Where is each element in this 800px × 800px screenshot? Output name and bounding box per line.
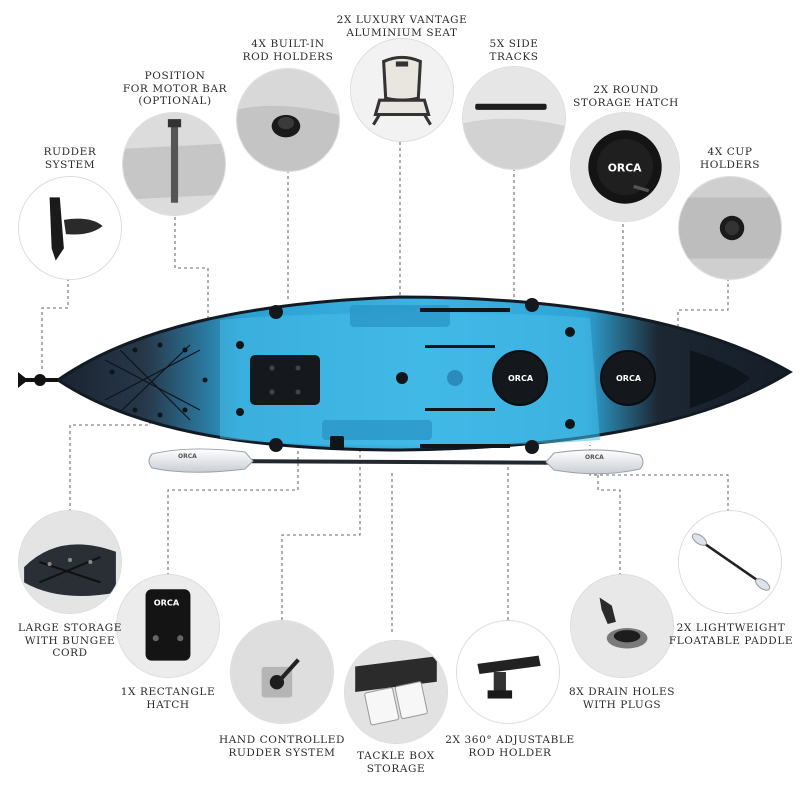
side-tracks-circle xyxy=(462,66,566,170)
label-rod-holders: 4X BUILT-IN ROD HOLDERS xyxy=(242,38,334,63)
large-storage-circle xyxy=(18,510,122,614)
label-motor-bar: POSITION FOR MOTOR BAR (OPTIONAL) xyxy=(122,70,228,107)
kayak-hull: ORCA ORCA xyxy=(18,295,793,454)
label-large-storage: LARGE STORAGE WITH BUNGEE CORD xyxy=(18,622,122,659)
svg-text:ORCA: ORCA xyxy=(154,598,180,608)
rudder-circle xyxy=(18,176,122,280)
seat-circle xyxy=(350,38,454,142)
label-tackle-box: TACKLE BOX STORAGE xyxy=(357,750,435,775)
label-drain-holes: 8X DRAIN HOLES WITH PLUGS xyxy=(568,686,676,711)
svg-text:ORCA: ORCA xyxy=(178,453,197,460)
paddle-circle xyxy=(678,510,782,614)
label-rudder: RUDDER SYSTEM xyxy=(43,146,97,171)
rect-hatch-circle: ORCA xyxy=(116,574,220,678)
drain-holes-circle xyxy=(570,574,674,678)
label-paddle: 2X LIGHTWEIGHT FLOATABLE PADDLE xyxy=(668,622,794,647)
tackle-box-circle xyxy=(344,640,448,744)
label-hand-rudder: HAND CONTROLLED RUDDER SYSTEM xyxy=(218,734,346,759)
svg-text:ORCA: ORCA xyxy=(508,374,534,383)
label-luxury-seat: 2X LUXURY VANTAGE ALUMINIUM SEAT xyxy=(336,14,468,39)
label-side-tracks: 5X SIDE TRACKS xyxy=(489,38,539,63)
label-cup-holders: 4X CUP HOLDERS xyxy=(699,146,761,171)
label-round-hatch: 2X ROUND STORAGE HATCH xyxy=(573,84,679,109)
adjustable-rod-circle xyxy=(456,620,560,724)
label-adjustable-rod: 2X 360° ADJUSTABLE ROD HOLDER xyxy=(445,734,575,759)
hand-rudder-circle xyxy=(230,620,334,724)
svg-text:ORCA: ORCA xyxy=(585,454,604,461)
round-hatch-circle: ORCA xyxy=(570,112,680,222)
svg-text:ORCA: ORCA xyxy=(616,374,642,383)
cup-holders-circle xyxy=(678,176,782,280)
label-rect-hatch: 1X RECTANGLE HATCH xyxy=(120,686,216,711)
svg-text:ORCA: ORCA xyxy=(608,161,642,174)
paddle: ORCA ORCA xyxy=(148,448,644,475)
rod-holders-circle xyxy=(236,68,340,172)
motor-bar-circle xyxy=(122,112,226,216)
